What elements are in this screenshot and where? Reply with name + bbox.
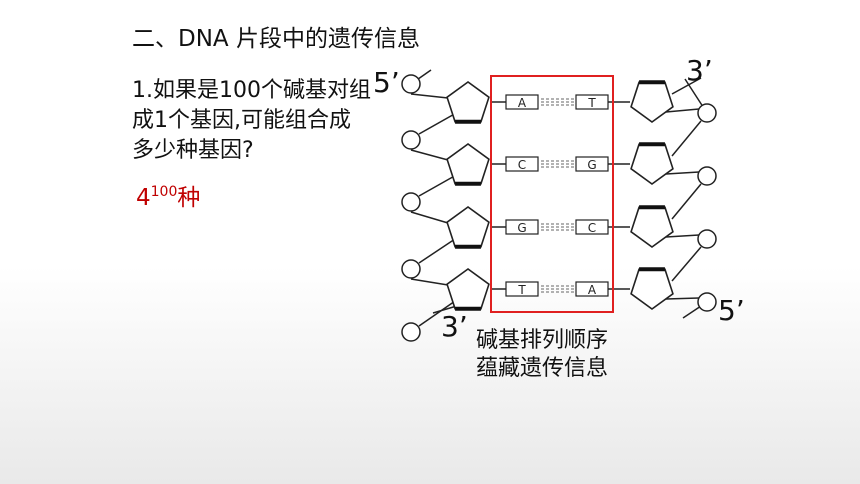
- phosphate-circle: [401, 322, 421, 342]
- question-text: 1.如果是100个碱基对组成1个基因,可能组合成多少种基因?: [132, 78, 371, 163]
- answer-base: 4: [136, 185, 151, 211]
- left-bottom-end-label: 3’: [441, 310, 468, 343]
- deoxyribose-pentagon: [446, 81, 490, 123]
- right-base-letter: G: [587, 158, 596, 172]
- right-bottom-end-label: 5’: [718, 294, 745, 327]
- right-base-box: [575, 219, 609, 235]
- right-base-letter: A: [588, 283, 597, 297]
- right-backbone-link: [665, 234, 700, 238]
- right-backbone-link: [665, 108, 700, 113]
- base-pair-highlight-box: [490, 75, 614, 313]
- answer-exponent: 100: [150, 184, 178, 200]
- deoxyribose-pentagon: [630, 143, 674, 185]
- answer-text: 4100种: [136, 178, 200, 212]
- deoxyribose-pentagon: [630, 81, 674, 123]
- right-base-letter: C: [588, 221, 596, 235]
- left-backbone-link: [418, 298, 459, 327]
- phosphate-circle: [697, 229, 717, 249]
- right-base-box: [575, 281, 609, 297]
- left-backbone-link: [418, 236, 459, 264]
- right-backbone-link: [665, 297, 700, 300]
- phosphate-circle: [697, 103, 717, 123]
- left-backbone-link: [410, 211, 449, 224]
- deoxyribose-pentagon: [630, 206, 674, 248]
- left-base-letter: T: [517, 283, 526, 297]
- deoxyribose-pentagon: [630, 268, 674, 310]
- left-top-end-label: 5’: [373, 66, 400, 99]
- left-base-letter: C: [518, 158, 526, 172]
- phosphate-circle: [697, 166, 717, 186]
- caption: 碱基排列顺序 蕴藏遗传信息: [476, 327, 608, 383]
- left-backbone-link: [418, 173, 459, 197]
- left-backbone-link: [410, 93, 449, 99]
- caption-line-1: 碱基排列顺序: [476, 328, 609, 353]
- dna-backbone: [410, 69, 708, 327]
- right-backbone-link: [671, 183, 702, 220]
- right-backbone-link: [665, 171, 700, 175]
- dna-nucleotides: A T C G G C T A: [401, 74, 717, 342]
- deoxyribose-pentagon: [446, 143, 490, 185]
- phosphate-circle: [401, 192, 421, 212]
- caption-line-2: 蕴藏遗传信息: [476, 356, 609, 381]
- left-backbone-link: [410, 278, 449, 286]
- phosphate-circle: [697, 292, 717, 312]
- answer-unit: 种: [177, 185, 201, 211]
- right-backbone-link: [671, 77, 702, 95]
- left-base-box: [505, 156, 539, 172]
- phosphate-circle: [401, 259, 421, 279]
- phosphate-circle: [401, 130, 421, 150]
- phosphate-circle: [401, 74, 421, 94]
- page-title: 二、DNA 片段中的遗传信息: [132, 26, 420, 52]
- right-base-box: [575, 156, 609, 172]
- right-top-end-label: 3’: [686, 54, 713, 87]
- left-base-letter: G: [517, 221, 526, 235]
- left-base-box: [505, 281, 539, 297]
- left-backbone-link: [418, 111, 459, 135]
- left-base-box: [505, 219, 539, 235]
- deoxyribose-pentagon: [446, 268, 490, 310]
- left-base-box: [505, 94, 539, 110]
- left-backbone-link: [410, 149, 449, 161]
- right-base-box: [575, 94, 609, 110]
- right-backbone-link: [671, 120, 702, 157]
- right-backbone-link: [671, 246, 702, 282]
- left-base-letter: A: [518, 96, 527, 110]
- deoxyribose-pentagon: [446, 206, 490, 248]
- right-base-letter: T: [587, 96, 596, 110]
